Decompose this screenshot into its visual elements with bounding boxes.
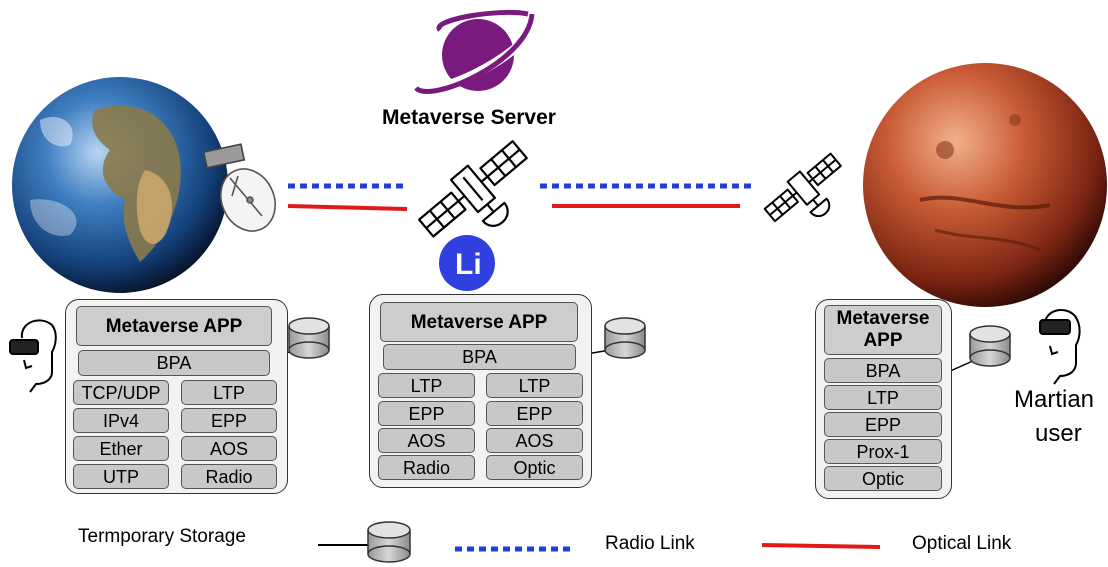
relay-left-layer-1: LTP xyxy=(378,373,475,398)
satellite-icon-mars-relay xyxy=(763,152,842,223)
earth-right-layer-4: Radio xyxy=(181,464,277,489)
earth-right-layer-3: AOS xyxy=(181,436,277,461)
li-badge-text: Li xyxy=(455,248,482,281)
relay-left-layer-2: EPP xyxy=(378,401,475,426)
mars-layer-3: EPP xyxy=(824,412,942,437)
mars-image xyxy=(863,63,1107,307)
legend-storage-label: Termporary Storage xyxy=(78,526,246,547)
planet-icon xyxy=(414,9,545,94)
martian-user-label-1: Martian xyxy=(1014,386,1095,413)
legend-optical-line xyxy=(761,543,881,549)
satellite-icon-server xyxy=(418,140,528,238)
storage-cylinder-icon-relay xyxy=(574,317,646,359)
legend-radio-label: Radio Link xyxy=(605,533,695,554)
vr-user-icon-earth xyxy=(9,319,57,393)
legend-storage-icon xyxy=(318,521,411,563)
relay-right-layer-4: Optic xyxy=(486,455,583,480)
mars-app-line-2: APP xyxy=(863,330,903,351)
earth-left-layer-3: Ether xyxy=(73,436,169,461)
earth-right-layer-1: LTP xyxy=(181,380,277,405)
earth-left-layer-4: UTP xyxy=(73,464,169,489)
relay-left-layer-4: Radio xyxy=(378,455,475,480)
martian-user-label-2: user xyxy=(1035,420,1082,447)
optical-link-earth-server xyxy=(287,204,408,211)
earth-bpa-layer: BPA xyxy=(78,350,270,376)
mars-app-line-1: Metaverse xyxy=(836,308,930,330)
vr-user-icon-mars xyxy=(1039,309,1081,385)
earth-left-layer-2: IPv4 xyxy=(73,408,169,433)
server-title: Metaverse Server xyxy=(382,106,556,129)
mars-layer-1: BPA xyxy=(824,358,942,383)
mars-layer-5: Optic xyxy=(824,466,942,491)
storage-cylinder-icon-mars xyxy=(947,325,1011,373)
relay-app-layer: Metaverse APP xyxy=(380,302,578,342)
dish-antenna-icon xyxy=(202,143,276,232)
relay-right-layer-3: AOS xyxy=(486,428,583,453)
earth-image xyxy=(12,77,228,293)
mars-layer-2: LTP xyxy=(824,385,942,410)
relay-left-layer-3: AOS xyxy=(378,428,475,453)
earth-right-layer-2: EPP xyxy=(181,408,277,433)
mars-layer-4: Prox-1 xyxy=(824,439,942,464)
earth-left-layer-1: TCP/UDP xyxy=(73,380,169,405)
relay-right-layer-2: EPP xyxy=(486,401,583,426)
mars-app-layer: Metaverse APP xyxy=(824,305,942,355)
relay-right-layer-1: LTP xyxy=(486,373,583,398)
relay-bpa-layer: BPA xyxy=(383,344,576,370)
li-badge: Li xyxy=(439,235,495,291)
storage-cylinder-icon-earth xyxy=(269,317,330,359)
earth-app-layer: Metaverse APP xyxy=(76,306,272,346)
legend-optical-label: Optical Link xyxy=(912,533,1012,554)
